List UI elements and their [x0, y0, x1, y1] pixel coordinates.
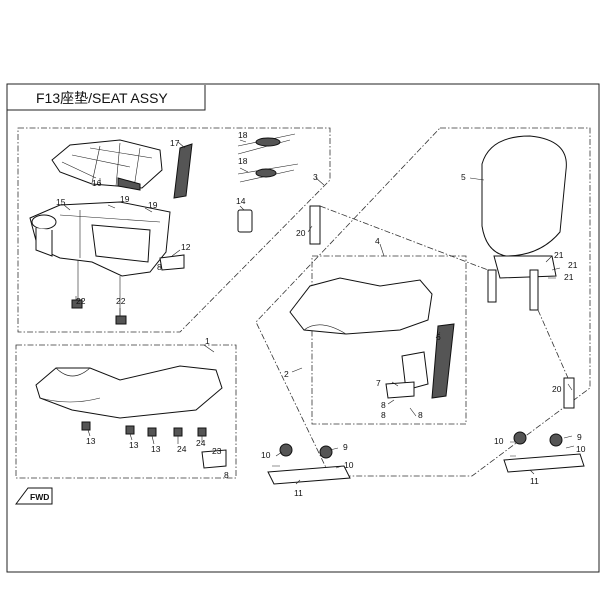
callout-10-c: 10 — [494, 436, 504, 446]
callout-24-b: 24 — [196, 438, 206, 448]
callout-8-c: 8 — [418, 410, 423, 420]
callout-16: 16 — [92, 178, 102, 188]
callout-10-d: 10 — [576, 444, 586, 454]
clip-right — [115, 315, 127, 325]
callout-labels: 1 2 3 4 5 6 7 8 8 8 8 8 9 9 10 10 10 10 … — [56, 130, 586, 498]
callout-8-e: 8 — [224, 470, 229, 480]
callout-10-b: 10 — [344, 460, 354, 470]
callout-23: 23 — [212, 446, 222, 456]
callout-8-a: 8 — [381, 400, 386, 410]
callout-5: 5 — [461, 172, 466, 182]
clip-left — [71, 299, 83, 309]
callout-9-a: 9 — [343, 442, 348, 452]
page-title: F13座垫/SEAT ASSY — [36, 90, 168, 106]
callout-21-b: 21 — [568, 260, 578, 270]
backrest-post-left — [309, 205, 321, 245]
diagram-frame — [6, 83, 600, 573]
cable-ties — [237, 133, 299, 183]
backrest — [481, 135, 567, 311]
grab-strap — [173, 143, 193, 199]
callout-12: 12 — [181, 242, 191, 252]
callout-21-c: 21 — [564, 272, 574, 282]
callout-7: 7 — [376, 378, 381, 388]
callout-1: 1 — [205, 336, 210, 346]
callout-13-c: 13 — [151, 444, 161, 454]
callout-20-b: 20 — [552, 384, 562, 394]
seat-fasteners — [81, 421, 227, 469]
callout-19-a: 19 — [120, 194, 130, 204]
mount-rail-left — [267, 443, 351, 485]
callout-13-a: 13 — [86, 436, 96, 446]
mount-rail-right — [503, 431, 585, 473]
callout-22-b: 22 — [116, 296, 126, 306]
callout-11-b: 11 — [530, 476, 539, 486]
callout-11-a: 11 — [294, 488, 303, 498]
post-guide-lines — [319, 205, 569, 379]
group-boundary-backrest — [255, 127, 591, 477]
callout-10-a: 10 — [261, 450, 271, 460]
group-boundary-seat — [15, 344, 237, 479]
fwd-label: FWD — [30, 492, 49, 502]
callout-19-b: 19 — [148, 200, 158, 210]
callout-8-d: 8 — [157, 262, 162, 272]
group-boundary-passenger-seat — [311, 255, 467, 425]
callout-9-b: 9 — [577, 432, 582, 442]
lock-bracket — [159, 254, 185, 271]
group-boundary-storage — [17, 127, 331, 333]
passenger-seat — [289, 277, 433, 335]
storage-box — [29, 201, 171, 277]
forward-indicator: FWD — [15, 487, 53, 505]
callout-18-a: 18 — [238, 130, 248, 140]
callout-20-a: 20 — [296, 228, 306, 238]
callout-6: 6 — [436, 332, 441, 342]
callout-8-b: 8 — [381, 410, 386, 420]
callout-18-b: 18 — [238, 156, 248, 166]
callout-22-a: 22 — [76, 296, 86, 306]
callout-24-a: 24 — [177, 444, 187, 454]
title-box: F13座垫/SEAT ASSY — [6, 85, 206, 111]
backrest-post-right — [563, 377, 575, 409]
callout-2: 2 — [284, 369, 289, 379]
callout-15: 15 — [56, 197, 66, 207]
rider-seat — [35, 365, 223, 419]
passenger-grab-strap — [431, 323, 455, 399]
callout-3: 3 — [313, 172, 318, 182]
luggage-tray — [51, 139, 163, 191]
callout-21-a: 21 — [554, 250, 564, 260]
callout-13-b: 13 — [129, 440, 139, 450]
callout-4: 4 — [375, 236, 380, 246]
passenger-seat-bracket — [401, 351, 429, 391]
latch — [237, 209, 253, 233]
passenger-latch — [385, 381, 415, 399]
callout-17: 17 — [170, 138, 180, 148]
callout-14: 14 — [236, 196, 246, 206]
